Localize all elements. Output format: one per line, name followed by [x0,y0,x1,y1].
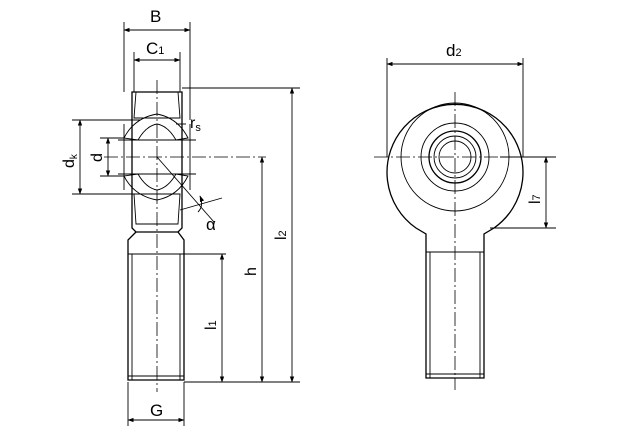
eye-outline [386,103,524,379]
dim-label-alpha: α [206,215,216,234]
ball-lower-section [123,173,189,201]
dim-label-l1-main: l [203,326,220,330]
dim-label-l2-main: l [273,236,290,240]
side-view [72,22,300,426]
dim-label-dk-sub: k [69,153,80,159]
dim-label-l2-sub: 2 [277,230,289,236]
dim-label-d2-sub: 2 [455,47,461,59]
dim-label-rs-sub: s [195,122,201,134]
dim-label-rs-main: r [190,115,196,132]
dim-label-rs: rs [190,115,201,134]
neck-outline [127,231,185,381]
front-view [374,58,556,390]
dim-label-C1-sub: 1 [158,45,164,57]
dim-label-C1: C1 [146,39,164,58]
dim-label-l7-main: l [527,200,544,204]
dim-label-G: G [150,401,163,420]
dim-label-B: B [150,7,161,26]
dim-label-l7: l7 [527,194,544,204]
dim-label-d: d [89,153,106,162]
dim-label-C1-main: C [146,39,158,58]
dim-label-l7-sub: 7 [531,194,543,200]
housing-bottom-section [133,193,181,225]
dim-label-d2-main: d [446,41,455,60]
dim-label-d2: d2 [446,41,462,60]
dim-label-h: h [243,267,260,276]
dim-label-l2: l2 [273,230,290,240]
dim-label-l1: l1 [203,320,220,330]
dim-label-dk-main: d [61,159,78,168]
dim-label-l1-sub: 1 [207,320,219,326]
dim-label-dk: dk [61,153,80,168]
